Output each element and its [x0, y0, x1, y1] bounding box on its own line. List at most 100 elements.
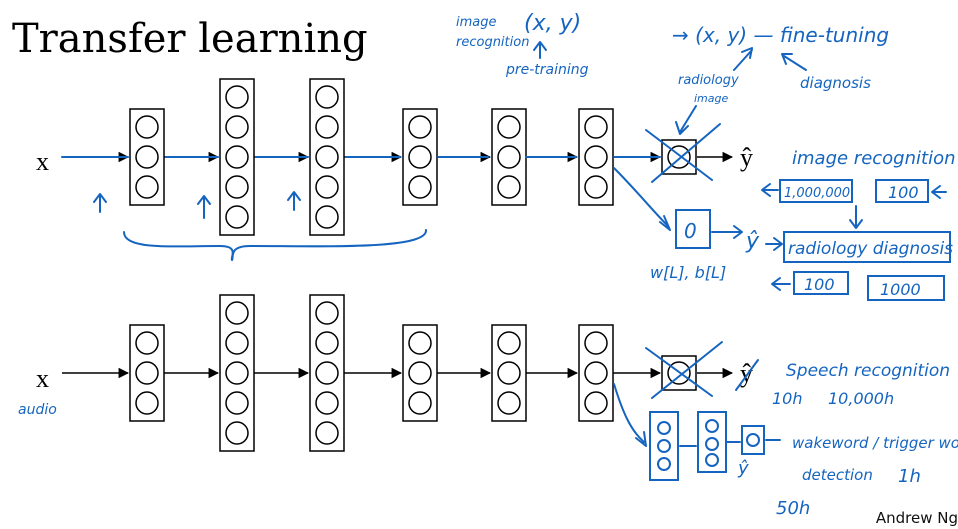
unit: [225, 205, 249, 229]
million-left-arrow: [761, 183, 779, 197]
layer-2: [219, 294, 255, 452]
new-output-node-box: [675, 209, 711, 249]
layer-1: [129, 324, 165, 422]
unit: [135, 391, 159, 415]
unit: [225, 421, 249, 445]
new-output-node: 0: [684, 219, 697, 243]
radiology-line1: radiology: [678, 73, 739, 88]
unit: [315, 175, 339, 199]
hundred-right-arrow: [931, 185, 947, 199]
wakeword-line1: wakeword / trigger word: [792, 434, 958, 452]
radiology-line2: image: [694, 92, 728, 105]
weights-label: w[L], b[L]: [650, 263, 726, 282]
hundred-top-value: 100: [888, 183, 919, 202]
slide-title: Transfer learning: [12, 16, 368, 62]
unit: [315, 361, 339, 385]
pretraining-label: pre-training: [505, 62, 589, 78]
image-recognition-label: image recognition: [792, 148, 956, 169]
bottom-new-y-hat: ŷ: [737, 458, 749, 479]
unit: [315, 391, 339, 415]
hundred-top-box: [875, 179, 929, 203]
audio-note: audio: [18, 402, 57, 418]
unit: [315, 331, 339, 355]
unit: [225, 361, 249, 385]
top-up-arrows: [93, 191, 301, 219]
hundred-left-arrow: [771, 277, 791, 291]
layer-5: [491, 324, 527, 422]
unit: [225, 175, 249, 199]
unit: [225, 115, 249, 139]
unit: [408, 391, 432, 415]
unit: [408, 175, 432, 199]
unit: [225, 301, 249, 325]
unit: [408, 331, 432, 355]
unit: [225, 145, 249, 169]
bottom-output-node-box: [661, 355, 697, 391]
unit: [315, 421, 339, 445]
thousand-value: 1000: [880, 280, 921, 299]
unit: [584, 391, 608, 415]
down-arrow: [849, 205, 863, 229]
radiology-to-node-arrow: [675, 105, 697, 135]
layer-6: [578, 324, 614, 422]
slide-credit: Andrew Ng: [875, 509, 958, 527]
unit: [497, 391, 521, 415]
unit: [135, 115, 159, 139]
layer-1: [129, 108, 165, 206]
layer-5: [491, 108, 527, 206]
top-input-label: x: [36, 147, 49, 176]
layer-2: [219, 78, 255, 236]
unit: [408, 145, 432, 169]
wakeword-line2: detection: [802, 466, 873, 484]
bottom-input-label: x: [36, 364, 49, 393]
new-layer-units: [657, 419, 760, 471]
ten-hours: 10h: [772, 389, 803, 408]
bottom-output-node: [667, 361, 691, 385]
unit: [497, 115, 521, 139]
layer-4: [402, 108, 438, 206]
radiology-diagnosis-label: radiology diagnosis: [788, 239, 953, 259]
new-layer-3: [741, 425, 765, 455]
unit: [315, 115, 339, 139]
million-box: [779, 179, 853, 203]
bottom-output-cross: [645, 341, 759, 399]
unit: [135, 331, 159, 355]
bottom-network: [62, 294, 662, 452]
hundred-box: [793, 271, 849, 295]
top-output-label: ŷ: [740, 143, 753, 172]
unit: [497, 145, 521, 169]
unit: [225, 391, 249, 415]
top-new-branch: [613, 167, 671, 231]
layer-4: [402, 324, 438, 422]
layer-3: [309, 78, 345, 236]
unit: [408, 361, 432, 385]
top-output-node-box: [661, 139, 697, 175]
unit: [315, 85, 339, 109]
one-hour: 1h: [898, 466, 921, 487]
radiology-diagnosis-box: [783, 231, 951, 263]
top-brace: [123, 229, 428, 261]
unit: [408, 115, 432, 139]
million-value: 1,000,000: [784, 186, 850, 201]
thousand-box: [867, 275, 945, 301]
unit: [315, 205, 339, 229]
radiology-diagnosis-arrow: [765, 237, 783, 251]
top-output-cross: [645, 123, 721, 183]
top-output-node: [667, 145, 691, 169]
diagnosis-arrow: [781, 53, 807, 71]
unit: [135, 145, 159, 169]
unit: [225, 331, 249, 355]
image-regression-line2: recognition: [456, 35, 529, 50]
layer-6: [578, 108, 614, 206]
new-y-hat: ŷ: [745, 229, 760, 254]
unit: [584, 331, 608, 355]
ten-thousand-hours: 10,000h: [828, 389, 894, 408]
unit: [584, 145, 608, 169]
image-regression-line1: image: [456, 15, 497, 30]
unit: [497, 361, 521, 385]
bottom-new-branch: [613, 383, 647, 447]
hundred-value: 100: [804, 275, 835, 294]
unit: [497, 331, 521, 355]
radiology-arrow: [733, 47, 753, 71]
